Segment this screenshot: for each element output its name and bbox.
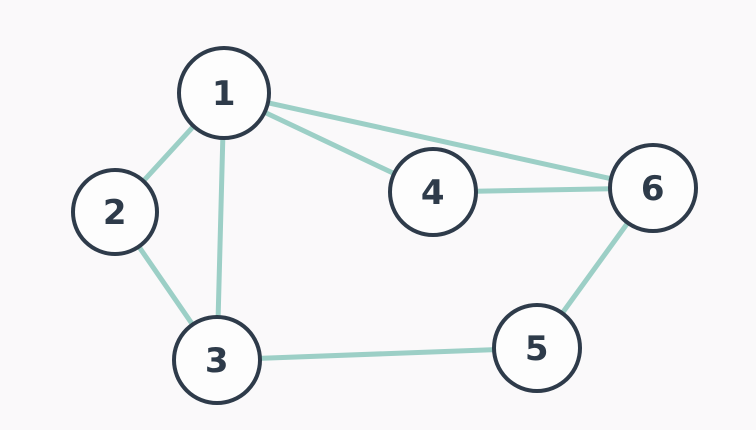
- node-layer: 1 2 3 4 5 6: [71, 46, 698, 405]
- graph-node-3[interactable]: 3: [172, 315, 262, 405]
- graph-node-6[interactable]: 6: [608, 143, 698, 233]
- graph-node-4[interactable]: 4: [388, 147, 478, 237]
- graph-edge-1-2[interactable]: [140, 122, 197, 185]
- graph-edge-5-6[interactable]: [559, 219, 631, 317]
- graph-node-2[interactable]: 2: [71, 168, 159, 256]
- edge-layer: [135, 100, 631, 361]
- graph-node-circle-4[interactable]: [388, 147, 478, 237]
- graph-edge-2-3[interactable]: [135, 243, 196, 328]
- graph-edge-4-6[interactable]: [472, 186, 614, 194]
- graph-node-label-2: 2: [103, 193, 127, 233]
- graph-node-5[interactable]: 5: [492, 303, 582, 393]
- graph-node-label-3: 3: [205, 341, 229, 381]
- graph-node-circle-1[interactable]: [177, 46, 271, 140]
- graph-node-label-5: 5: [525, 329, 549, 369]
- graph-node-label-1: 1: [212, 74, 236, 114]
- graph-node-circle-2[interactable]: [71, 168, 159, 256]
- graph-edge-1-4[interactable]: [261, 109, 398, 177]
- graph-node-1[interactable]: 1: [177, 46, 271, 140]
- graph-edge-3-5[interactable]: [256, 347, 498, 361]
- graph-node-circle-5[interactable]: [492, 303, 582, 393]
- graph-node-label-4: 4: [421, 173, 445, 213]
- graph-node-label-6: 6: [641, 169, 665, 209]
- graph-node-circle-3[interactable]: [172, 315, 262, 405]
- graph-edge-1-6[interactable]: [264, 100, 615, 182]
- graph-node-circle-6[interactable]: [608, 143, 698, 233]
- graph-edge-1-3[interactable]: [215, 134, 226, 321]
